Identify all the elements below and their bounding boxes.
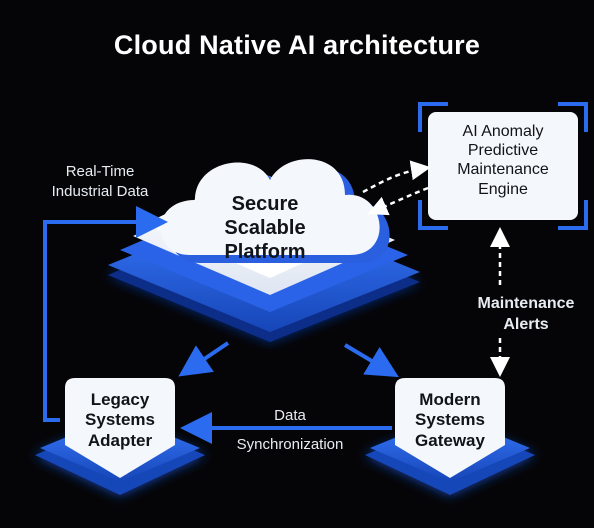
diagram-title: Cloud Native AI architecture [113,30,481,60]
ai-engine-panel [418,102,588,230]
gateway-label-line3: Gateway [415,430,485,450]
ai-engine-label-line4: Engine [478,180,528,198]
gateway-label-line2: Systems [415,410,485,430]
ai-engine-label-line1: AI Anomaly [462,123,544,140]
platform-label-line1: Secure [231,193,299,215]
platform-to-legacy-arrow [178,341,230,377]
ai-engine-label-line2: Predictive [467,142,539,160]
legacy-adapter-block [35,378,205,495]
legacy-label-line2: Systems [85,410,155,430]
realtime-data-arrow [43,206,168,422]
gateway-label: Modern Systems Gateway [395,390,505,451]
realtime-data-caption: Real-Time Industrial Data [30,162,170,201]
gateway-label-line1: Modern [419,390,481,409]
cloud-to-ai-dashed-arrow [362,160,431,194]
platform-label: Secure Scalable Platform [190,192,340,264]
legacy-label: Legacy Systems Adapter [65,390,175,451]
realtime-caption-line1: Real-Time [65,163,135,180]
legacy-label-line1: Legacy [90,390,150,409]
sync-caption-line1: Data [274,407,306,424]
platform-label-line3: Platform [224,241,306,263]
legacy-label-line3: Adapter [87,430,153,450]
alerts-caption-line2: Alerts [503,315,549,333]
ai-to-cloud-dashed-arrow [367,186,429,216]
maintenance-alerts-caption: Maintenance Alerts [462,294,590,336]
cloud-icon [160,159,390,263]
realtime-caption-line2: Industrial Data [51,182,149,200]
ai-engine-label-line3: Maintenance [457,161,549,179]
alerts-caption-line1: Maintenance [477,295,575,312]
modern-gateway-block [365,378,535,495]
platform-label-line2: Scalable [224,217,306,239]
data-sync-caption: Data Synchronization [215,402,365,459]
ai-engine-label: AI Anomaly Predictive Maintenance Engine [430,122,576,199]
sync-caption-line2: Synchronization [236,435,344,453]
platform-to-gateway-arrow [343,343,399,378]
